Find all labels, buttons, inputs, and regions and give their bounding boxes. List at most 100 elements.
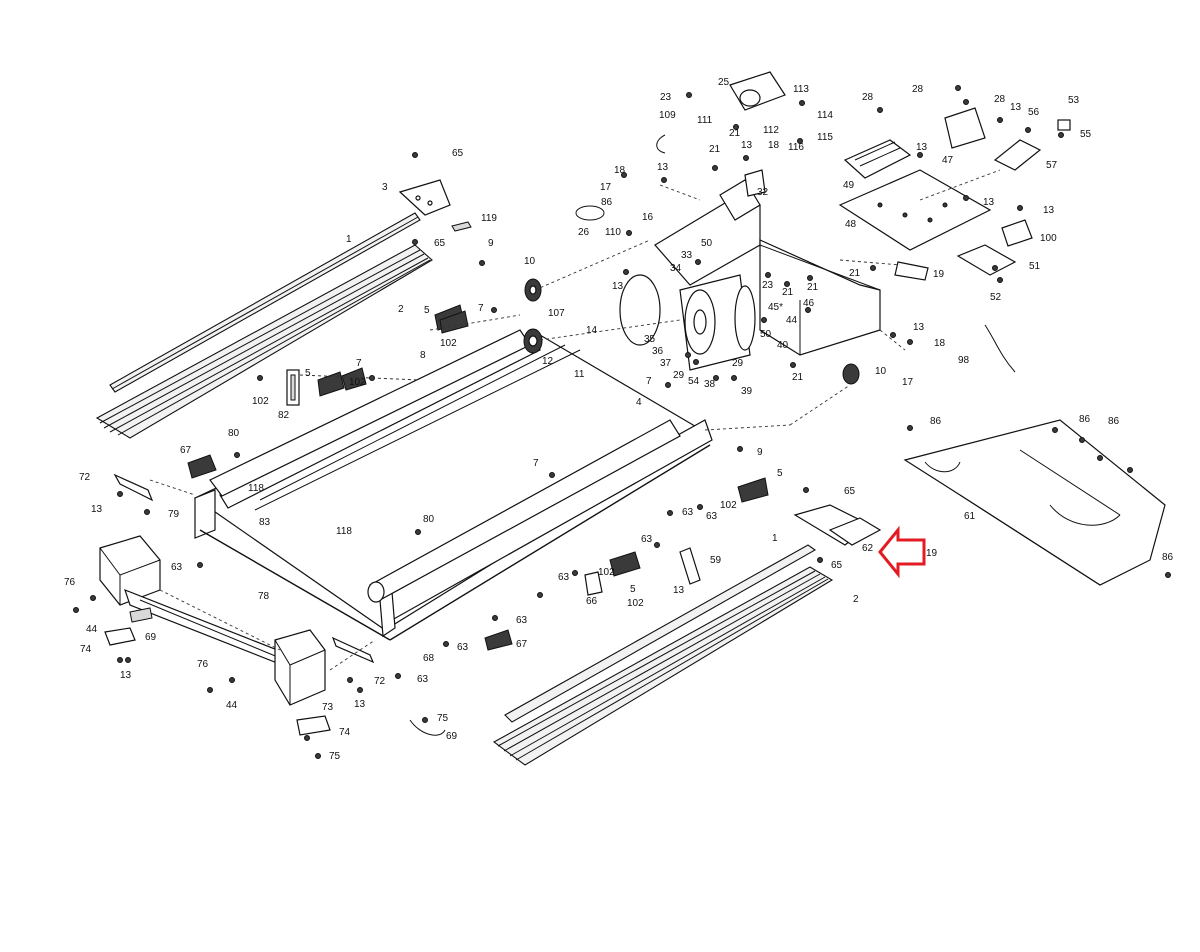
part-callout-label: 13 (983, 197, 995, 208)
part-callout-label: 72 (79, 472, 91, 483)
part-callout-label: 13 (673, 585, 685, 596)
part-callout-label: 21 (729, 128, 741, 139)
wire-26 (575, 205, 605, 221)
part-callout-label: 65 (831, 560, 843, 571)
part-callout-label: 13 (741, 140, 753, 151)
rear-end-cap-left (99, 535, 161, 606)
part-callout-label: 118 (248, 483, 264, 494)
part-callout-label: 76 (197, 659, 209, 670)
pulley-10 (524, 278, 860, 385)
bracket-82 (286, 369, 300, 406)
part-callout-label: 29 (673, 370, 685, 381)
cushion-5-lower (609, 551, 641, 577)
part-callout-label: 116 (788, 142, 804, 153)
part-53 (1057, 119, 1071, 131)
cushion-67-lower (484, 629, 513, 651)
part-callout-label: 86 (601, 197, 613, 208)
part-callout-label: 44 (86, 624, 98, 635)
part-callout-label: 7 (646, 376, 652, 387)
part-callout-label: 56 (1028, 107, 1040, 118)
part-callout-label: 7 (533, 458, 539, 469)
part-callout-label: 37 (660, 358, 672, 369)
motor-controller-25 (729, 71, 786, 111)
part-callout-label: 49 (843, 180, 855, 191)
part-66 (584, 571, 603, 596)
part-callout-label: 54 (688, 376, 700, 387)
part-callout-label: 75 (329, 751, 341, 762)
part-119 (451, 221, 472, 232)
part-callout-label: 86 (930, 416, 942, 427)
part-callout-label: 51 (1029, 261, 1041, 272)
dashed-guides (149, 169, 1001, 671)
part-callout-label: 61 (964, 511, 976, 522)
part-callout-label: 59 (710, 555, 722, 566)
part-callout-label: 25 (718, 77, 730, 88)
part-callout-label: 36 (652, 346, 664, 357)
part-callout-label: 102 (349, 377, 366, 388)
part-callout-label: 21 (709, 144, 721, 155)
part-callout-label: 118 (336, 526, 352, 537)
part-callout-label: 21 (782, 287, 794, 298)
wire-98 (984, 324, 1016, 373)
foot-74-right (296, 715, 331, 736)
part-callout-label: 7 (478, 303, 484, 314)
part-callout-label: 11 (574, 369, 585, 380)
part-callout-label: 17 (600, 182, 612, 193)
part-callout-label: 23 (762, 280, 774, 291)
part-callout-label: 68 (423, 653, 435, 664)
part-callout-label: 53 (1068, 95, 1080, 106)
part-callout-label: 111 (697, 115, 713, 126)
part-callout-label: 69 (446, 731, 458, 742)
part-callout-label: 38 (704, 379, 716, 390)
part-callout-label: 35 (644, 334, 656, 345)
part-callout-label: 102 (252, 396, 269, 407)
part-callout-label: 23 (660, 92, 672, 103)
part-callout-label: 46 (803, 298, 815, 309)
part-callout-label: 83 (259, 517, 271, 528)
part-callout-label: 102 (720, 500, 737, 511)
part-callout-label: 14 (586, 325, 598, 336)
part-callout-label: 13 (120, 670, 132, 681)
part-callout-label: 63 (641, 534, 653, 545)
part-callout-label: 7 (356, 358, 362, 369)
part-callout-label: 29 (732, 358, 744, 369)
part-callout-label: 67 (516, 639, 528, 650)
highlight-arrow (878, 525, 926, 579)
part-callout-label: 44 (786, 315, 798, 326)
part-callout-label: 75 (437, 713, 449, 724)
part-callout-label: 4 (636, 397, 642, 408)
part-callout-label: 50 (701, 238, 713, 249)
part-callout-label: 1 (346, 234, 352, 245)
part-callout-label: 13 (612, 281, 624, 292)
part-callout-label: 13 (657, 162, 669, 173)
part-callout-label: 55 (1080, 129, 1092, 140)
part-callout-label: 63 (457, 642, 469, 653)
part-callout-label: 10 (875, 366, 887, 377)
part-callout-label: 5 (777, 468, 783, 479)
part-callout-label: 28 (912, 84, 924, 95)
bracket-59 (679, 547, 701, 585)
bracket-62 (793, 504, 882, 546)
part-callout-label: 102 (440, 338, 457, 349)
part-callout-label: 66 (586, 596, 598, 607)
cushion-5-mid (317, 367, 367, 397)
part-callout-label: 2 (398, 304, 404, 315)
part-callout-label: 80 (423, 514, 435, 525)
part-callout-label: 74 (339, 727, 351, 738)
part-callout-label: 65 (452, 148, 464, 159)
wire-109 (656, 134, 666, 154)
part-callout-label: 8 (420, 350, 426, 361)
transformer-47 (944, 107, 986, 149)
bracket-72-left (113, 473, 154, 502)
part-callout-label: 32 (757, 187, 769, 198)
rear-frame-bar (124, 588, 296, 672)
rear-end-cap-right (274, 629, 326, 706)
part-callout-label: 28 (994, 94, 1006, 105)
cushion-5-upper (434, 304, 469, 334)
part-callout-label: 73 (322, 702, 334, 713)
part-callout-label: 63 (516, 615, 528, 626)
part-callout-label: 13 (1010, 102, 1022, 113)
part-callout-label: 102 (598, 567, 615, 578)
